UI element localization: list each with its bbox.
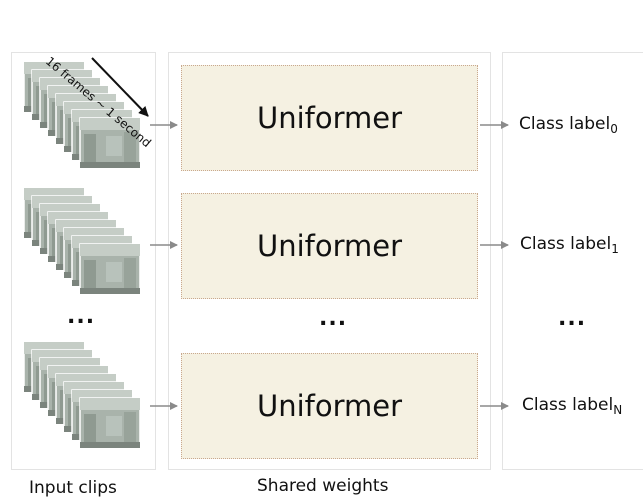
class-label-0: Class label0 (519, 114, 618, 136)
class-label-1-subscript: 1 (611, 242, 619, 256)
clip-stack-1 (23, 187, 141, 295)
uniformer-label-2: Uniformer (256, 389, 403, 423)
ellipsis-output: ... (558, 306, 587, 331)
input-clips-caption: Input clips (29, 478, 117, 498)
shared-weights-caption: Shared weights (257, 476, 389, 496)
class-label-0-subscript: 0 (610, 122, 618, 136)
uniformer-block-1: Uniformer (181, 193, 478, 299)
uniformer-block-0: Uniformer (181, 65, 478, 171)
class-label-1: Class label1 (520, 234, 619, 256)
ellipsis-input: ... (67, 304, 96, 329)
ellipsis-shared: ... (319, 306, 348, 331)
output-panel (502, 52, 643, 470)
uniformer-block-2: Uniformer (181, 353, 478, 459)
class-label-n-subscript: N (613, 403, 623, 417)
clip-stack-2 (23, 341, 141, 449)
class-label-n: Class labelN (522, 395, 623, 417)
uniformer-label-0: Uniformer (256, 101, 403, 135)
uniformer-label-1: Uniformer (256, 229, 403, 263)
frames-arrow (91, 57, 149, 117)
